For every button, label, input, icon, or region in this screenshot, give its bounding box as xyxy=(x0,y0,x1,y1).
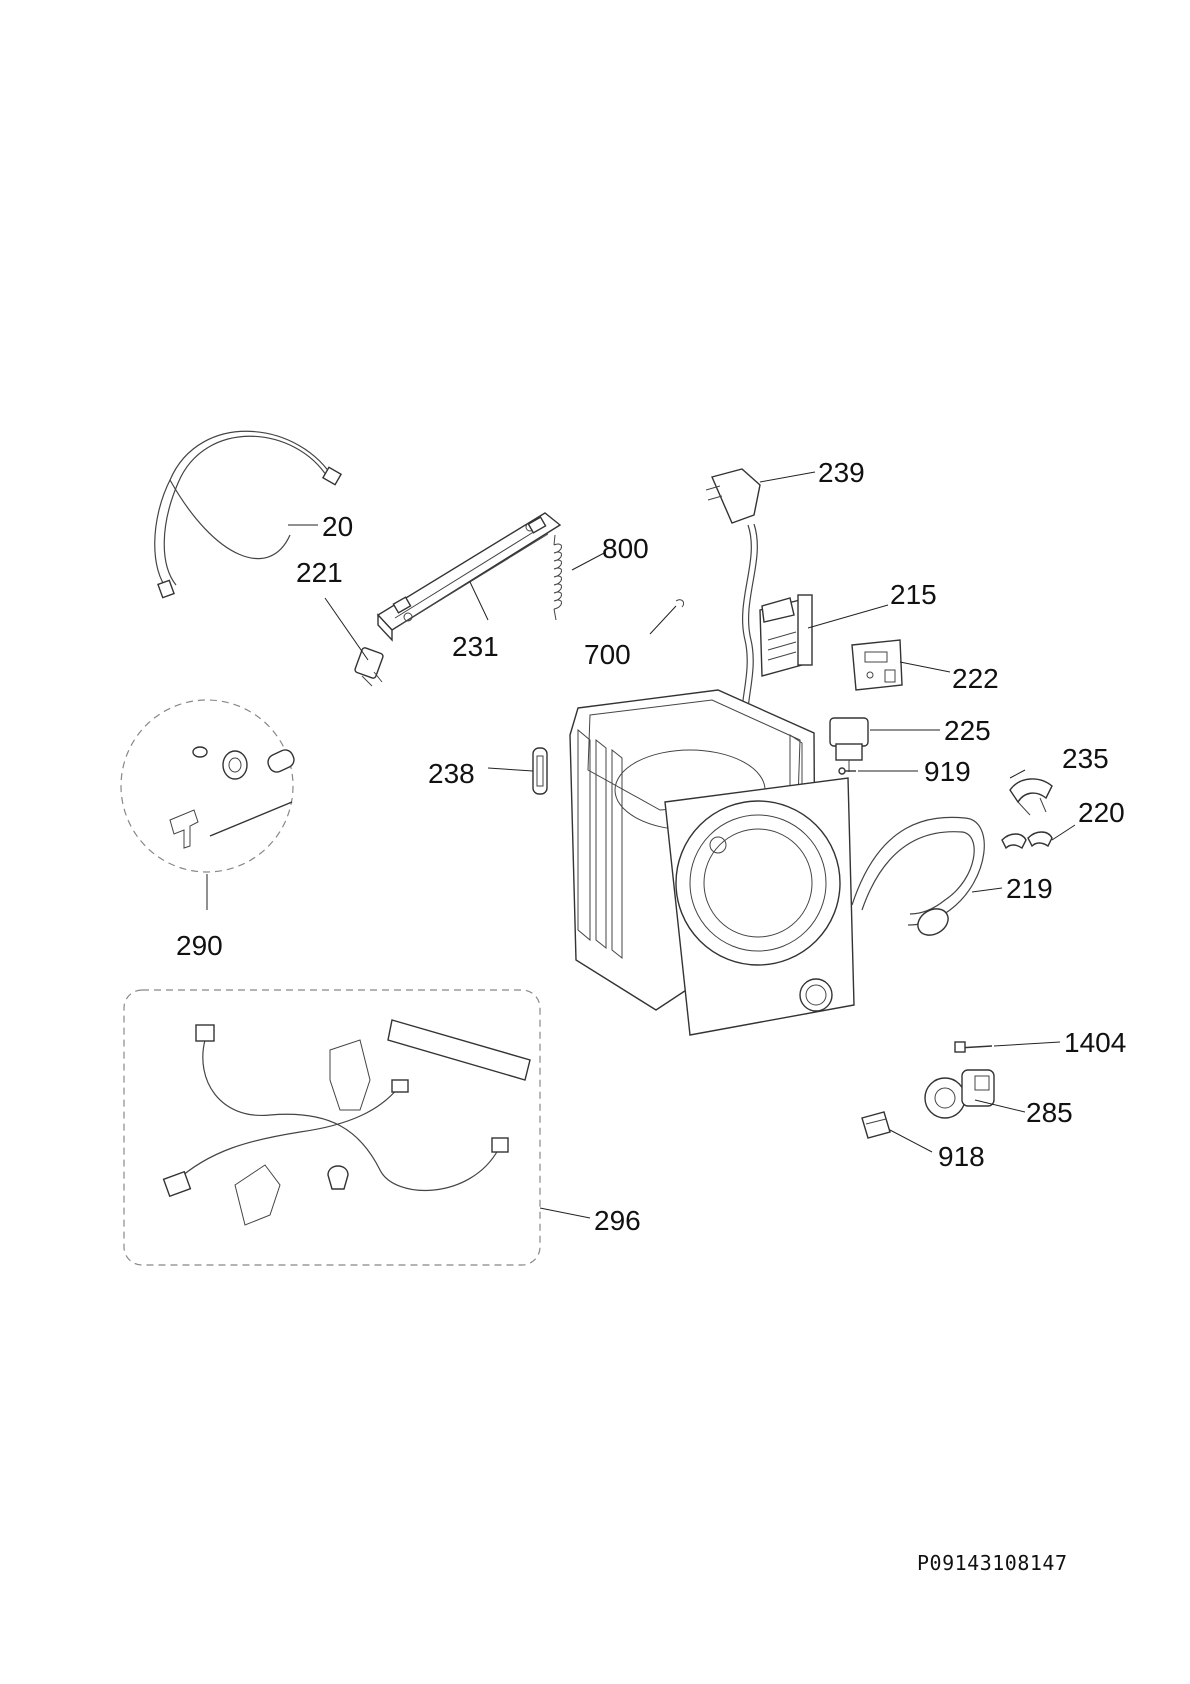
part-1404-pin xyxy=(954,1041,993,1053)
part-285-drain-pump xyxy=(924,1069,995,1119)
part-235-clamp xyxy=(1009,778,1053,816)
callout-222: 222 xyxy=(952,663,999,694)
callout-918: 918 xyxy=(938,1141,985,1172)
part-700-clip xyxy=(675,599,685,608)
part-219-drain-hose xyxy=(851,816,985,936)
part-20-inlet-hose xyxy=(154,430,343,599)
callout-labels: 239 20 800 221 215 231 700 222 225 235 2… xyxy=(176,457,1126,1236)
part-918-filter xyxy=(861,1111,891,1139)
callout-221: 221 xyxy=(296,557,343,588)
cabinet xyxy=(569,689,855,1036)
leader-lines xyxy=(206,471,1076,1219)
callout-290: 290 xyxy=(176,930,223,961)
part-231-top-rail xyxy=(376,512,562,642)
part-800-spring xyxy=(553,534,562,621)
reference-code: P09143108147 xyxy=(917,1551,1068,1575)
callout-225: 225 xyxy=(944,715,991,746)
callout-20: 20 xyxy=(322,511,353,542)
part-225-pressure-switch xyxy=(829,717,869,772)
callout-1404: 1404 xyxy=(1064,1027,1126,1058)
callout-296: 296 xyxy=(594,1205,641,1236)
callout-219: 219 xyxy=(1006,873,1053,904)
callout-239: 239 xyxy=(818,457,865,488)
part-919-screw xyxy=(838,767,856,775)
callout-231: 231 xyxy=(452,631,499,662)
part-296-harness-kit xyxy=(123,989,541,1266)
callout-285: 285 xyxy=(1026,1097,1073,1128)
callout-215: 215 xyxy=(890,579,937,610)
callout-238: 238 xyxy=(428,758,475,789)
callout-919: 919 xyxy=(924,756,971,787)
part-221-valve xyxy=(354,647,384,687)
part-215-suppressor xyxy=(759,594,813,677)
callout-220: 220 xyxy=(1078,797,1125,828)
part-290-kit xyxy=(120,699,295,873)
callout-800: 800 xyxy=(602,533,649,564)
part-239-mains-cable xyxy=(705,468,761,721)
callout-235: 235 xyxy=(1062,743,1109,774)
callout-700: 700 xyxy=(584,639,631,670)
part-238-latch xyxy=(532,747,548,795)
part-222-module xyxy=(851,639,903,691)
part-220-clamp xyxy=(1001,831,1053,850)
